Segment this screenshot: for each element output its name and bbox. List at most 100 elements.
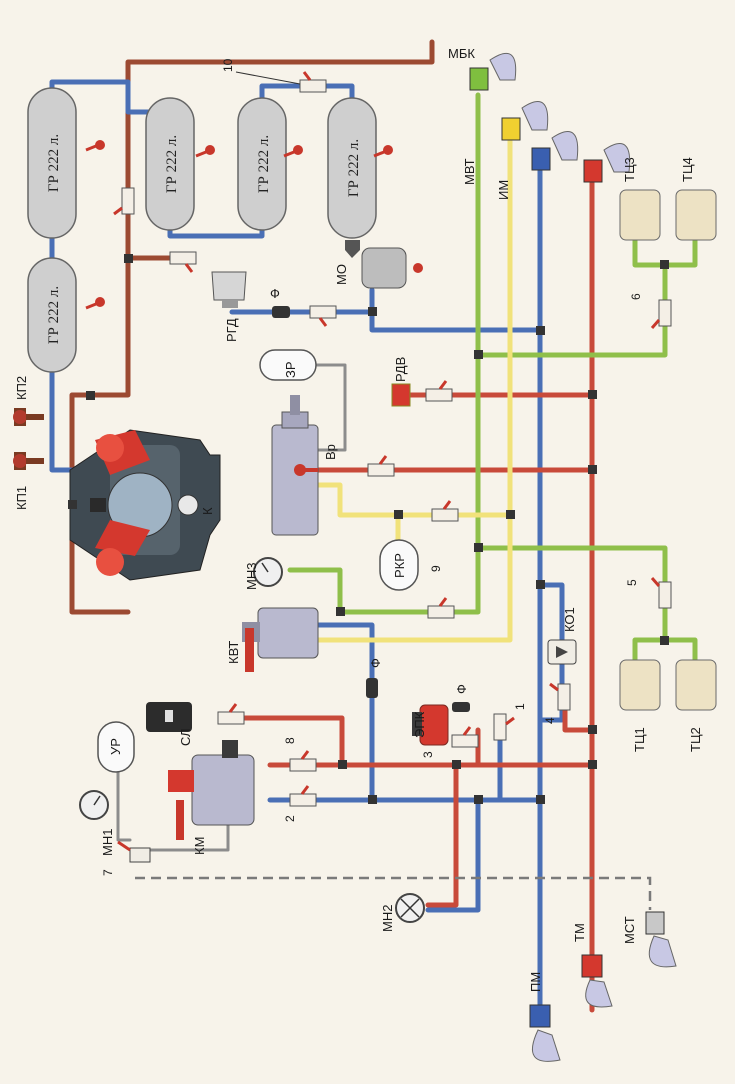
reservoir-label: ГР 222 л.	[46, 286, 62, 344]
drain-valve-icon[interactable]	[283, 145, 303, 158]
end-cock-pm[interactable]	[529, 1004, 561, 1062]
label-epk: ЭПК	[412, 711, 427, 738]
brake-cylinder-tc3	[619, 189, 661, 241]
label-mbk: МБК	[448, 46, 475, 61]
label-number-3: 3	[421, 751, 435, 758]
end-cock-red[interactable]	[583, 143, 631, 183]
valve-sl[interactable]	[217, 703, 245, 725]
tc12-line	[475, 545, 668, 643]
reservoir-label: ГР 222 л.	[346, 139, 362, 197]
label-number-6: 6	[629, 293, 643, 300]
sl-red-line	[229, 715, 345, 768]
valve-4[interactable]	[549, 682, 571, 711]
label-filter-2: Ф	[368, 658, 383, 668]
speed-sensor-sl	[146, 702, 192, 732]
brake-cylinder-tc4	[675, 189, 717, 241]
pressure-gauge-mn2	[395, 893, 425, 923]
label-mo: МО	[334, 264, 349, 285]
impulse-vr-line	[315, 482, 513, 518]
junctions	[68, 254, 669, 804]
brake-cylinder-tc2	[675, 659, 717, 711]
label-filter-1: Ф	[270, 286, 280, 301]
valve-10[interactable]	[299, 71, 327, 93]
filter-icon	[272, 306, 290, 318]
label-number-2: 2	[283, 815, 297, 822]
label-vr: Вр	[323, 444, 338, 460]
label-number-9: 9	[429, 565, 443, 572]
label-mn3: МН3	[244, 563, 259, 590]
end-cock-mst[interactable]	[645, 911, 677, 968]
compressor	[69, 429, 221, 581]
label-rdv: РДВ	[393, 357, 408, 382]
reservoir-label: ГР 222 л.	[46, 134, 62, 192]
feed-kvt-line	[315, 622, 375, 803]
valve-3[interactable]	[451, 726, 479, 748]
driver-brake-valve-km	[168, 740, 255, 840]
tc34-line	[475, 267, 668, 358]
reservoir-1: ГР 222 л.	[27, 87, 77, 239]
label-tc2: ТЦ2	[688, 727, 703, 752]
reservoir-label: ГР 222 л.	[164, 135, 180, 193]
valve-8[interactable]	[289, 750, 317, 772]
label-tc4: ТЦ4	[680, 157, 695, 182]
reservoir-3: ГР 222 л.	[145, 97, 195, 231]
valve-rgd-line[interactable]	[169, 251, 197, 273]
filter-icon	[366, 678, 378, 698]
auto-stop-valve-epk	[412, 704, 449, 746]
brake-cylinder-tc1	[619, 659, 661, 711]
reservoir-rkr	[379, 539, 419, 591]
label-mn2: МН2	[380, 905, 395, 932]
valve-vr-red[interactable]	[367, 455, 395, 477]
valve-rdv[interactable]	[425, 380, 453, 402]
end-cock-blue[interactable]	[531, 131, 579, 171]
valve-6[interactable]	[650, 299, 672, 329]
drain-valve-icon[interactable]	[195, 145, 215, 158]
valve-compressor-line[interactable]	[113, 187, 135, 216]
air-distributor-vr	[271, 395, 319, 536]
equalizing-reservoir-ur	[97, 721, 135, 773]
label-kp1: КП1	[14, 486, 29, 510]
label-number-4: 4	[543, 717, 557, 724]
label-pm: ПМ	[528, 972, 543, 992]
valve-1[interactable]	[493, 713, 515, 741]
reservoir-link-5	[49, 369, 75, 508]
pressure-switch-rdv	[391, 383, 411, 407]
label-number-1: 1	[513, 703, 527, 710]
label-mst: МСТ	[622, 916, 637, 944]
leader-line-10	[235, 71, 301, 85]
safety-valve-kp2	[13, 408, 44, 426]
drain-valve-icon[interactable]	[85, 140, 105, 152]
label-mn1: МН1	[100, 829, 115, 856]
end-cock-mbk[interactable]	[469, 52, 517, 91]
label-k: К	[200, 507, 215, 515]
filter-icon	[452, 702, 470, 712]
drain-valve-icon[interactable]	[85, 297, 105, 310]
check-valve-ko1	[547, 639, 577, 665]
reservoir-4: ГР 222 л.	[237, 97, 287, 231]
label-kvt: КВТ	[226, 641, 241, 664]
end-cock-im[interactable]	[501, 101, 549, 141]
label-filter-3: Ф	[454, 684, 469, 694]
label-ko1: КО1	[562, 607, 577, 632]
pressure-gauge-mn3	[253, 557, 283, 587]
valve-9[interactable]	[427, 597, 455, 619]
label-km: КМ	[192, 837, 207, 855]
label-tm: ТМ	[572, 923, 587, 942]
brake-valve-kvt	[242, 607, 319, 672]
mvt-line	[287, 92, 481, 615]
end-cock-tm[interactable]	[581, 954, 613, 1008]
valve-impulse[interactable]	[431, 500, 459, 522]
pressure-regulator-rgd	[211, 271, 247, 308]
valve-7[interactable]	[117, 840, 151, 863]
label-mvt: МВТ	[462, 158, 477, 185]
label-tc3: ТЦ3	[622, 157, 637, 182]
label-ur: УР	[108, 738, 123, 755]
mst-dashed-line	[135, 876, 652, 910]
impulse-line	[315, 137, 513, 643]
drain-valve-icon[interactable]	[373, 145, 393, 158]
valve-5[interactable]	[650, 577, 672, 609]
ur-line	[116, 770, 132, 842]
valve-filter-line[interactable]	[309, 305, 337, 327]
valve-2[interactable]	[289, 785, 317, 807]
